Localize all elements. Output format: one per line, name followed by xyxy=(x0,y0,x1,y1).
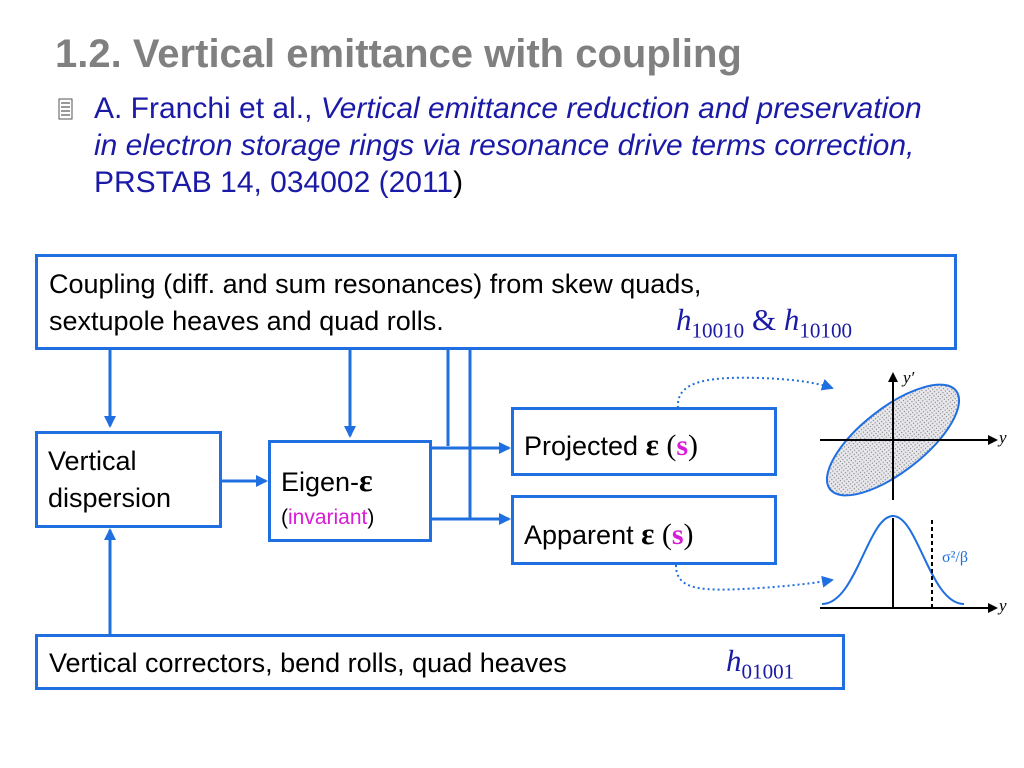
notebook-bullet-icon xyxy=(58,98,73,120)
coupling-rdt-label: h10010 & h10100 xyxy=(676,302,853,343)
distribution-annotation: σ²/β xyxy=(942,549,968,566)
eigen-emittance-box: Eigen-ε (invariant) xyxy=(268,440,432,542)
dotted-arrow-to-distribution xyxy=(675,564,834,591)
epsilon-symbol: ε xyxy=(359,462,373,498)
phase-space-x-label: y xyxy=(997,428,1007,447)
reference-close: ) xyxy=(453,166,464,199)
projected-label: Projected ε (s) xyxy=(524,427,699,462)
gaussian-curve xyxy=(821,514,965,605)
coupling-line-2: sextupole heaves and quad rolls. xyxy=(49,306,444,336)
coupling-box: Coupling (diff. and sum resonances) from… xyxy=(35,254,957,350)
coupling-line-1: Coupling (diff. and sum resonances) from… xyxy=(49,269,702,299)
correctors-rdt-label: h01001 xyxy=(726,643,795,684)
reference-citation: A. Franchi et al., Vertical emittance re… xyxy=(94,90,934,201)
epsilon-symbol: ε xyxy=(645,427,659,462)
correctors-text: Vertical correctors, bend rolls, quad he… xyxy=(49,648,567,678)
dispersion-box: Vertical dispersion xyxy=(35,431,222,528)
correctors-box: Vertical correctors, bend rolls, quad he… xyxy=(35,634,845,690)
apparent-emittance-box: Apparent ε (s) xyxy=(511,495,777,565)
distribution-x-label: y xyxy=(997,596,1007,615)
page-title: 1.2. Vertical emittance with coupling xyxy=(55,32,742,76)
reference-journal: PRSTAB 14, 034002 (2011 xyxy=(94,166,454,199)
projected-emittance-box: Projected ε (s) xyxy=(511,407,777,476)
epsilon-symbol: ε xyxy=(641,516,655,551)
reference-authors: A. Franchi et al., xyxy=(94,92,321,125)
eigen-label: Eigen-ε xyxy=(281,462,373,498)
dispersion-line-2: dispersion xyxy=(48,483,172,513)
dispersion-line-1: Vertical xyxy=(48,446,137,476)
apparent-label: Apparent ε (s) xyxy=(524,516,694,551)
dotted-arrow-to-phase-space xyxy=(676,376,834,409)
distribution-plot: y σ²/β xyxy=(820,514,1007,615)
phase-space-y-label: y′ xyxy=(901,368,915,387)
phase-space-plot: y y′ xyxy=(820,368,1007,500)
reference-paper-title: Vertical emittance reduction and preserv… xyxy=(94,92,922,162)
eigen-invariant-note: (invariant) xyxy=(281,506,375,529)
